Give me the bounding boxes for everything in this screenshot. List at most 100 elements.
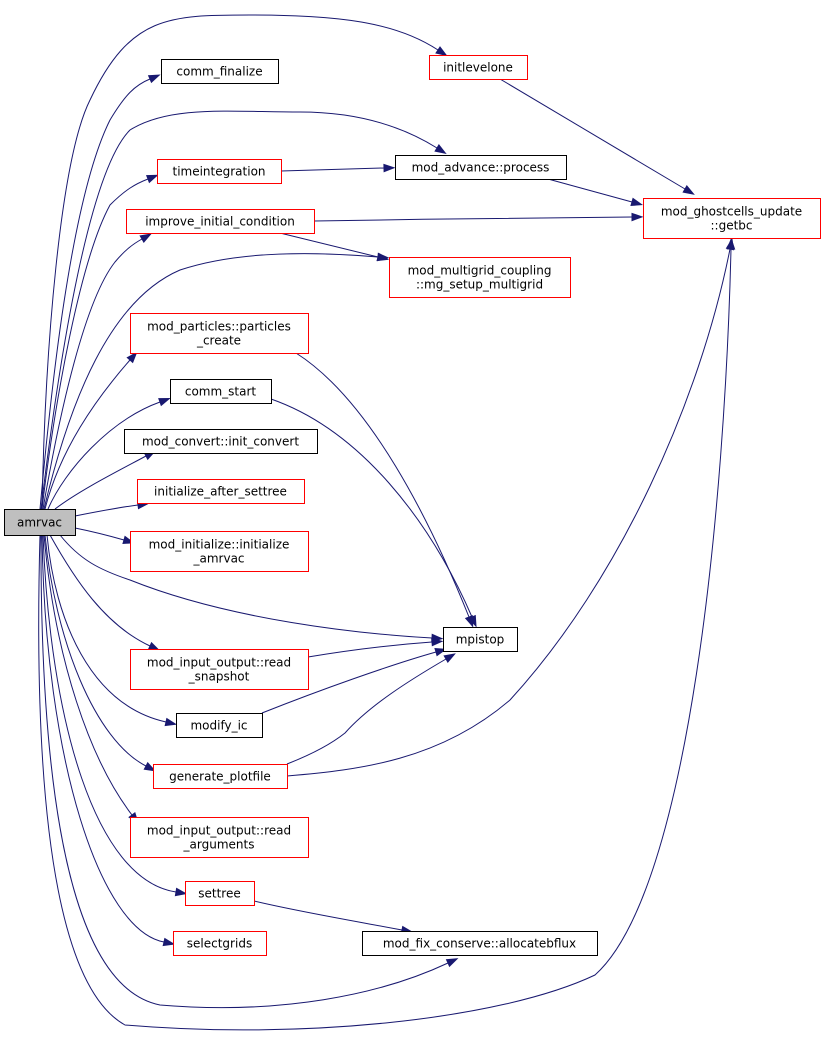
node-box [395,155,567,180]
edge-amrvac-to-initialize_after_settree [74,500,150,517]
node-comm_finalize[interactable]: comm_finalize [161,59,279,84]
edge-line [42,534,177,893]
node-mod_particles_particles_create[interactable]: mod_particles::particles_create [130,313,309,354]
arrowhead [434,647,448,657]
arrowhead [434,144,447,155]
edge-line [270,398,473,618]
arrowhead [435,46,448,57]
node-label: comm_start [185,385,257,399]
node-box [153,764,288,789]
node-mod_advance_process[interactable]: mod_advance::process [395,155,567,180]
arrowhead [431,637,444,647]
node-label: modify_ic [190,719,247,733]
node-box [429,55,528,80]
edge-line [38,248,732,1031]
edge-amrvac-to-comm_finalize [39,74,161,510]
node-label: mod_ghostcells_update [661,205,802,219]
node-label: mod_multigrid_coupling [408,264,552,278]
node-box [643,198,821,239]
arrowhead [443,653,456,663]
node-label: _arguments [183,838,255,852]
node-mod_input_output_read_snapshot[interactable]: mod_input_output::read_snapshot [130,649,309,690]
arrowhead [376,252,390,262]
edge-line [54,455,147,510]
node-timeintegration[interactable]: timeintegration [157,159,282,184]
node-initialize_after_settree[interactable]: initialize_after_settree [137,479,305,504]
arrowhead [630,197,644,207]
edge-line [42,238,143,510]
arrowhead [143,761,157,772]
node-label: mpistop [456,633,505,647]
node-label: mod_input_output::read [147,656,291,670]
node-box [126,209,315,234]
node-amrvac[interactable]: amrvac [4,509,76,536]
node-label: _create [196,334,241,348]
edge-line [279,232,379,258]
node-selectgrids[interactable]: selectgrids [173,931,267,956]
node-improve_initial_condition[interactable]: improve_initial_condition [126,209,315,234]
edge-generate_plotfile-to-mod_ghostcells_update_getbc [286,237,735,777]
node-comm_start[interactable]: comm_start [170,379,272,404]
edge-improve_initial_condition-to-mod_ghostcells_update_getbc [313,212,644,222]
node-label: ::getbc [710,219,752,233]
node-settree[interactable]: settree [185,881,255,906]
edge-line [74,504,139,517]
node-label: settree [198,887,240,901]
edge-line [280,167,385,172]
edge-line [46,534,167,723]
node-label: timeintegration [172,165,265,179]
node-label: comm_finalize [176,65,262,79]
edge-line [40,110,438,510]
node-mod_ghostcells_update_getbc[interactable]: mod_ghostcells_update::getbc [643,198,821,239]
edge-line [261,651,437,714]
edge-line [41,14,439,510]
edge-line [41,178,149,510]
node-box [137,479,305,504]
node-generate_plotfile[interactable]: generate_plotfile [153,764,288,789]
node-label: generate_plotfile [169,770,271,784]
node-label: improve_initial_condition [145,215,295,229]
edge-line [43,534,133,816]
node-box [157,159,282,184]
arrowhead [162,937,176,947]
node-box [170,379,272,404]
edge-comm_start-to-mpistop [270,398,477,628]
node-label: mod_fix_conserve::allocatebflux [383,937,576,951]
edge-line [295,352,470,618]
edge-amrvac-to-mod_advance_process [40,110,447,510]
node-mod_initialize_initialize_amrvac[interactable]: mod_initialize::initialize_amrvac [130,531,309,572]
edge-amrvac-to-mod_particles_particles_create [44,351,138,510]
arrowhead [147,74,161,84]
node-mod_fix_conserve_allocatebflux[interactable]: mod_fix_conserve::allocatebflux [362,931,598,956]
node-modify_ic[interactable]: modify_ic [176,713,263,738]
arrowhead [174,887,188,897]
edge-amrvac-to-settree [42,534,188,897]
edge-line [286,658,447,765]
edge-timeintegration-to-mod_advance_process [280,163,396,173]
node-label: selectgrids [187,937,252,951]
edge-line [313,216,633,222]
edge-line [499,78,686,190]
edge-amrvac-to-selectgrids [41,534,176,947]
edge-amrvac-to-mod_initialize_initialize_amrvac [74,527,136,545]
arrowhead [139,233,152,243]
edge-initlevelone-to-mod_ghostcells_update_getbc [499,78,695,195]
node-mod_multigrid_coupling_mg_setup_multigrid[interactable]: mod_multigrid_coupling::mg_setup_multigr… [389,257,571,298]
node-label: mod_particles::particles [147,320,291,334]
edge-line [40,534,449,1009]
call-graph-nodes: amrvac comm_finalize initlevelone timeinteg… [4,55,821,956]
node-label: mod_advance::process [412,161,550,175]
node-mod_input_output_read_arguments[interactable]: mod_input_output::read_arguments [130,817,309,858]
edge-line [44,359,131,510]
node-box [4,509,76,536]
arrowhead [158,397,171,407]
node-box [443,627,518,652]
node-box [176,713,263,738]
node-initlevelone[interactable]: initlevelone [429,55,528,80]
edge-line [47,401,161,510]
node-mpistop[interactable]: mpistop [443,627,518,652]
edge-line [49,534,151,647]
node-box [130,817,309,858]
node-label: initialize_after_settree [154,485,287,499]
node-mod_convert_init_convert[interactable]: mod_convert::init_convert [124,429,318,454]
